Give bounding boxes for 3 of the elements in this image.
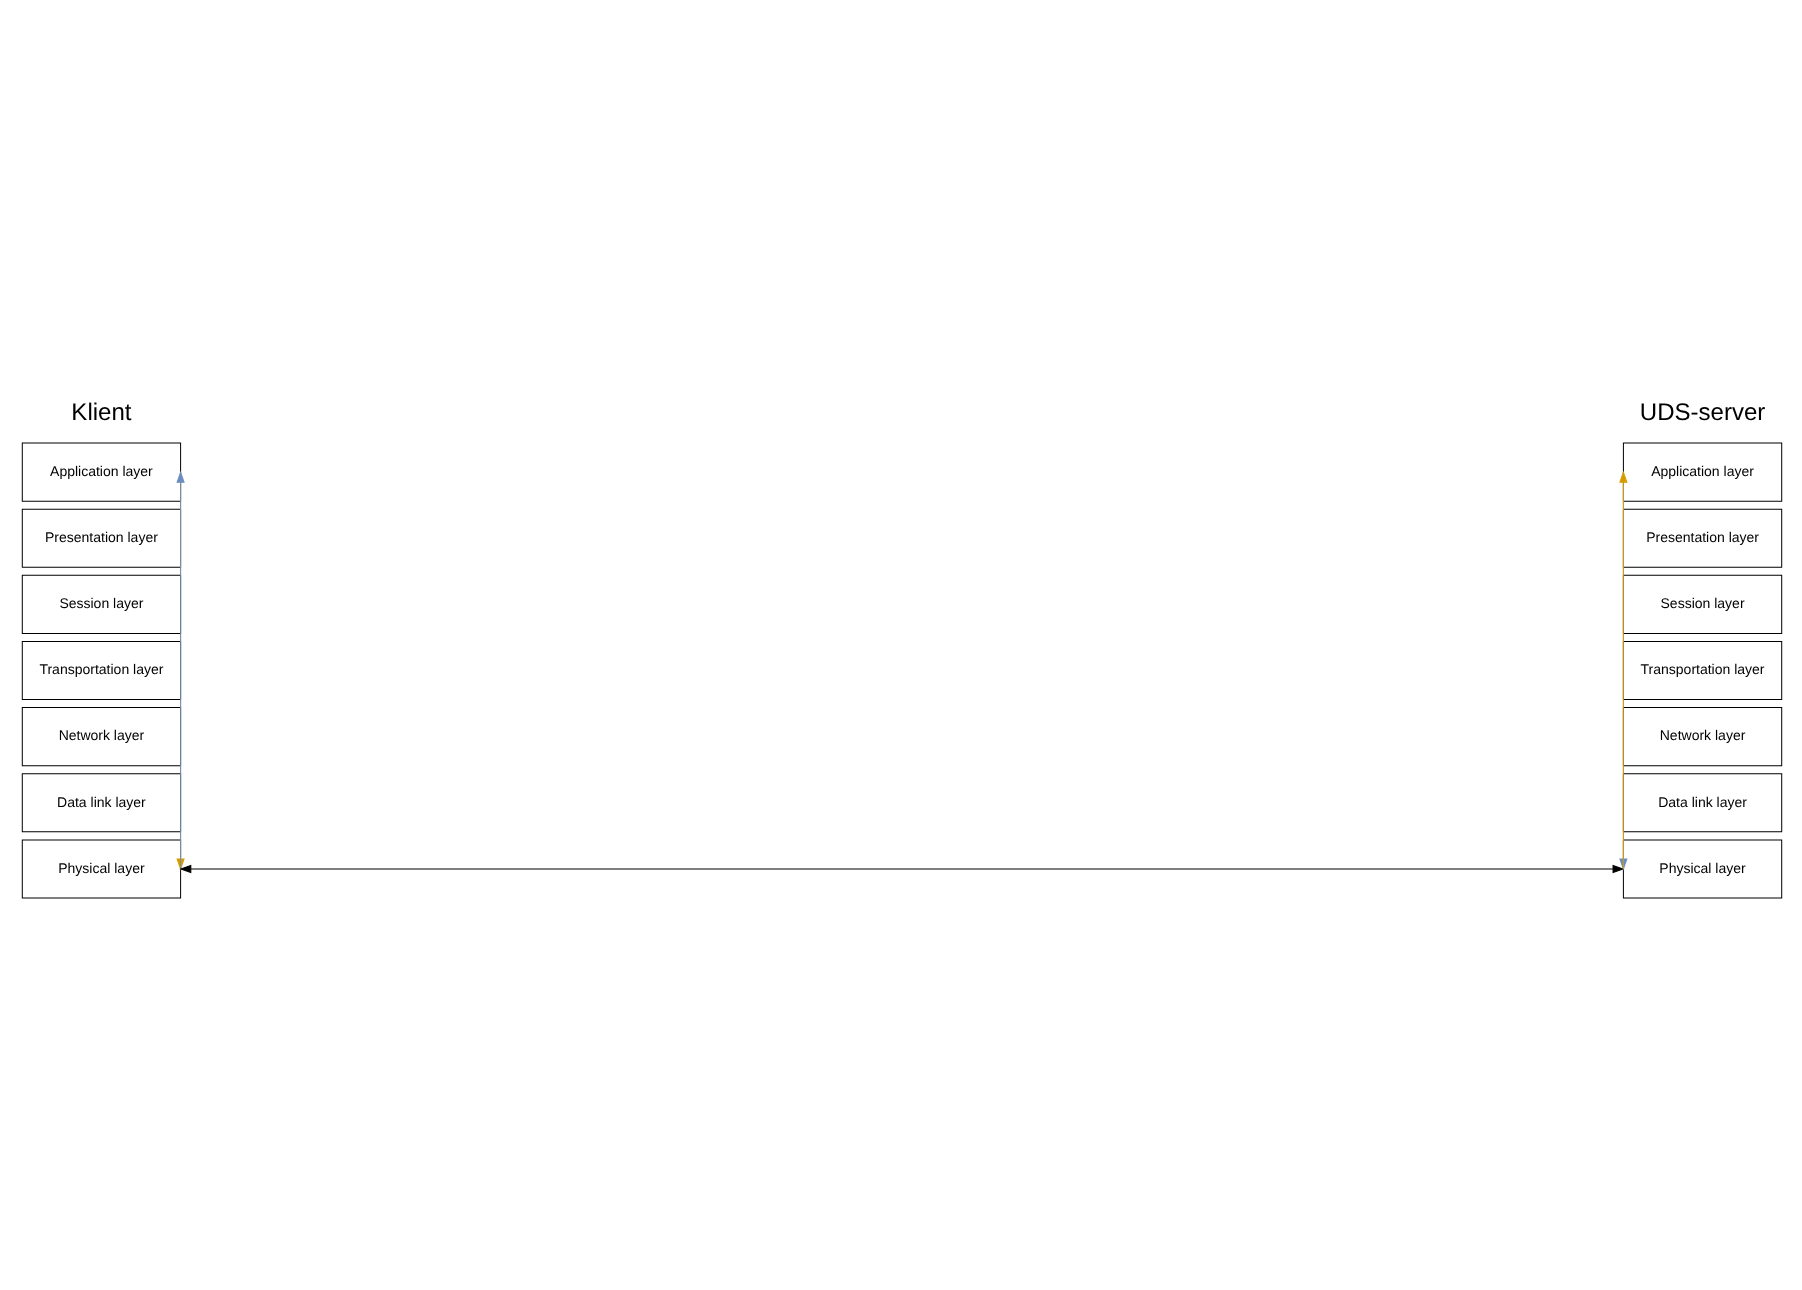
arrow bbox=[179, 864, 1623, 873]
label: UDS-server bbox=[1638, 397, 1765, 426]
label: Klient bbox=[70, 397, 131, 426]
